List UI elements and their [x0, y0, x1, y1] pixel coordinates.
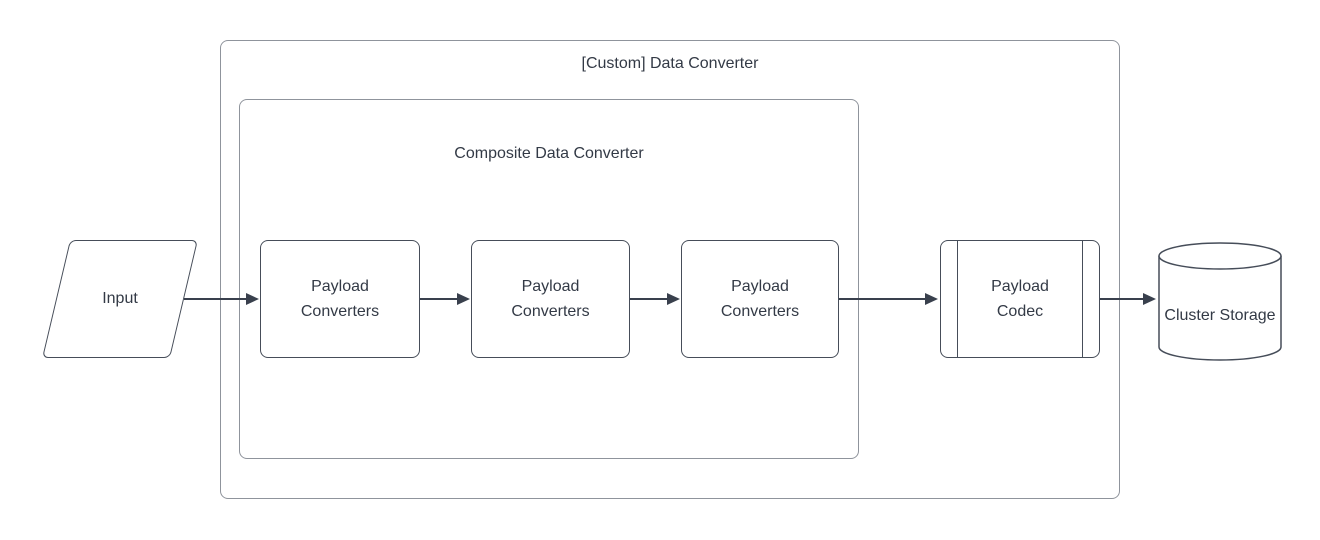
arrow-converter1-to-converter2: [420, 298, 458, 300]
arrow-codec-to-storage: [1100, 298, 1144, 300]
arrowhead-codec-to-storage: [1143, 293, 1156, 305]
arrowhead-converter3-to-codec: [925, 293, 938, 305]
payload-converters-label-3: Payload Converters: [720, 278, 800, 320]
arrow-converter3-to-codec: [839, 298, 926, 300]
arrowhead-input-to-converter1: [246, 293, 259, 305]
payload-converters-label-2: Payload Converters: [511, 278, 590, 320]
composite-data-converter-group-label: Composite Data Converter: [454, 145, 644, 162]
payload-codec-node: Payload Codec: [940, 240, 1100, 358]
input-node: Input: [42, 240, 198, 358]
custom-data-converter-group: [Custom] Data Converter: [220, 40, 1120, 499]
cluster-storage-label: Cluster Storage: [1164, 306, 1276, 324]
arrow-converter2-to-converter3: [630, 298, 668, 300]
payload-converters-label-1: Payload Converters: [300, 278, 380, 320]
composite-data-converter-group: Composite Data Converter: [239, 99, 859, 459]
arrowhead-converter2-to-converter3: [667, 293, 680, 305]
cluster-storage-node: Cluster Storage: [1158, 242, 1282, 362]
payload-codec-label: Payload Codec: [991, 278, 1049, 320]
arrow-input-to-converter1: [184, 298, 246, 300]
payload-converters-node-2: Payload Converters: [471, 240, 630, 358]
cylinder-icon: [1158, 242, 1282, 361]
input-node-label: Input: [102, 290, 138, 307]
payload-converters-node-1: Payload Converters: [260, 240, 420, 358]
arrowhead-converter1-to-converter2: [457, 293, 470, 305]
payload-converters-node-3: Payload Converters: [681, 240, 839, 358]
custom-data-converter-group-label: [Custom] Data Converter: [581, 55, 759, 72]
